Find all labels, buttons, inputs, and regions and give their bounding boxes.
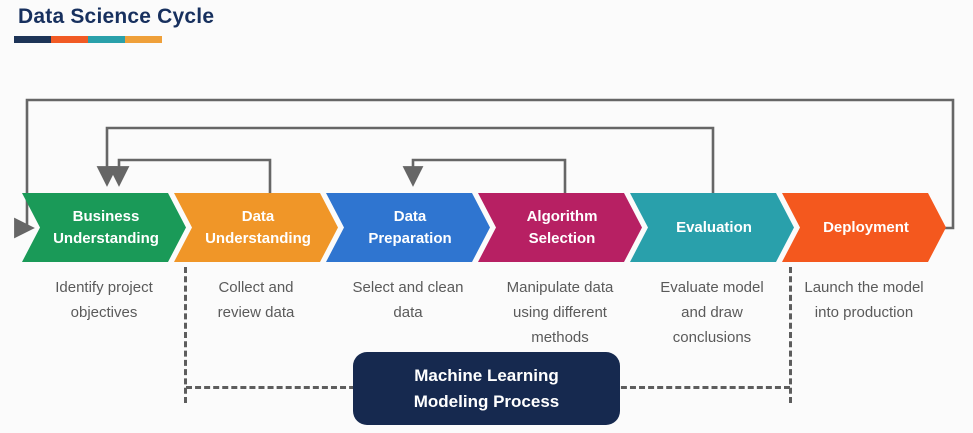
title-underline	[14, 36, 162, 43]
stage-label: Data Understanding	[205, 207, 311, 247]
feedback-arrow-data-understanding-to-business	[108, 158, 272, 195]
underline-segment	[125, 36, 162, 43]
stage-deployment: Deployment	[782, 193, 946, 262]
stage-data-understanding: Data Understanding	[174, 193, 338, 262]
underline-segment	[14, 36, 51, 43]
ml-process-box-label: Machine Learning Modeling Process	[413, 366, 560, 411]
stage-label: Data Preparation	[368, 207, 452, 247]
stage-business-understanding: Business Understanding	[22, 193, 186, 262]
ml-bracket-left-dashed-line	[184, 267, 187, 403]
ml-process-box: Machine Learning Modeling Process	[353, 352, 620, 425]
feedback-arrow-algorithm-selection-to-data-preparation	[402, 158, 567, 195]
stage-algorithm-selection: Algorithm Selection	[478, 193, 642, 262]
description-row: Identify project objectives Collect and r…	[0, 276, 973, 366]
stage-data-preparation: Data Preparation	[326, 193, 490, 262]
stage-description-deployment: Launch the model into production	[804, 279, 924, 321]
stage-description-algorithm-selection: Manipulate data using different methods	[506, 279, 614, 346]
ml-bracket-right-dashed-line	[789, 267, 792, 403]
stage-description-evaluation: Evaluate model and draw conclusions	[660, 279, 764, 346]
stage-description-data-preparation: Select and clean data	[352, 279, 464, 321]
stage-description-data-understanding: Collect and review data	[217, 279, 295, 321]
stage-evaluation: Evaluation	[630, 193, 794, 262]
underline-segment	[88, 36, 125, 43]
stage-label: Deployment	[823, 218, 909, 236]
stage-row: Business Understanding Data Understanding…	[22, 193, 946, 262]
page-title: Data Science Cycle	[18, 5, 215, 28]
stage-description-business-understanding: Identify project objectives	[55, 279, 153, 321]
feedback-arrow-evaluation-to-business	[96, 126, 715, 195]
stage-label: Evaluation	[676, 218, 752, 236]
underline-segment	[51, 36, 88, 43]
stage-label: Algorithm Selection	[526, 207, 598, 247]
stage-label: Business Understanding	[53, 207, 159, 247]
